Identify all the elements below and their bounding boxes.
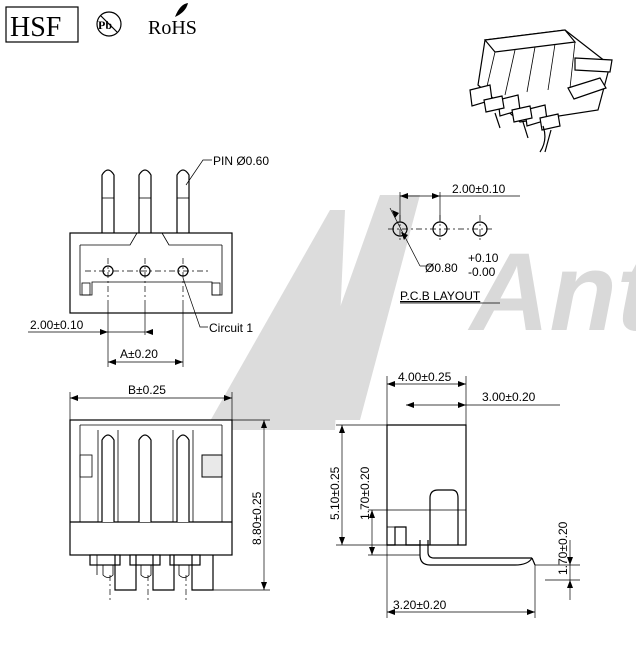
pin-diameter-label: PIN Ø0.60 — [213, 154, 269, 168]
front-pins — [101, 169, 190, 233]
header-logos: HSF Pb RoHS — [5, 3, 197, 43]
pcb-hole-tol-plus: +0.10 — [468, 251, 499, 265]
isometric-sketch — [469, 29, 613, 153]
side-width-dim: 4.00±0.25 — [398, 370, 452, 384]
side-inner-dim: 1.70±0.20 — [358, 466, 372, 520]
hsf-logo-frame — [5, 6, 79, 43]
circuit-1-label: Circuit 1 — [209, 321, 253, 335]
pcb-pitch-dim: 2.00±0.10 — [452, 182, 506, 196]
front-body — [69, 232, 233, 314]
pcb-hole-3 — [472, 221, 488, 237]
side-height-dim: 5.10±0.25 — [328, 466, 342, 520]
front-pitch-dim: 2.00±0.10 — [30, 318, 84, 332]
top-b-dim: B±0.25 — [128, 383, 166, 397]
side-right-dim: 1.70±0.20 — [556, 521, 570, 575]
side-tail-dim: 3.00±0.20 — [482, 390, 536, 404]
top-view: B±0.25 8.80±0. — [69, 383, 270, 600]
side-bottom-dim: 3.20±0.20 — [393, 598, 447, 612]
pcb-layout: 2.00±0.10 Ø0.80 +0.10 -0.00 P.C.B LAYOUT — [388, 182, 520, 304]
pcb-hole-tol-minus: -0.00 — [468, 265, 496, 279]
rohs-text: RoHS — [148, 17, 197, 39]
watermark-text: Ante — [467, 231, 636, 354]
pb-text: Pb — [98, 18, 112, 32]
side-view: 4.00±0.25 3.00±0.20 5.10±0.25 1.70±0.20 — [328, 370, 580, 618]
front-a-dim: A±0.20 — [120, 347, 158, 361]
hsf-logo-text: HSF — [10, 12, 61, 43]
rohs-leaf-icon — [175, 3, 188, 17]
pcb-layout-title: P.C.B LAYOUT — [400, 289, 481, 303]
pb-free-icon: Pb — [96, 11, 122, 37]
watermark: Ante — [205, 195, 636, 430]
pcb-hole-dia: Ø0.80 — [425, 261, 458, 275]
side-body — [386, 424, 467, 546]
front-view: PIN Ø0.60 Circuit 1 2.00±0.10 A±0.20 — [28, 154, 269, 367]
top-height-dim: 8.80±0.25 — [250, 491, 264, 545]
